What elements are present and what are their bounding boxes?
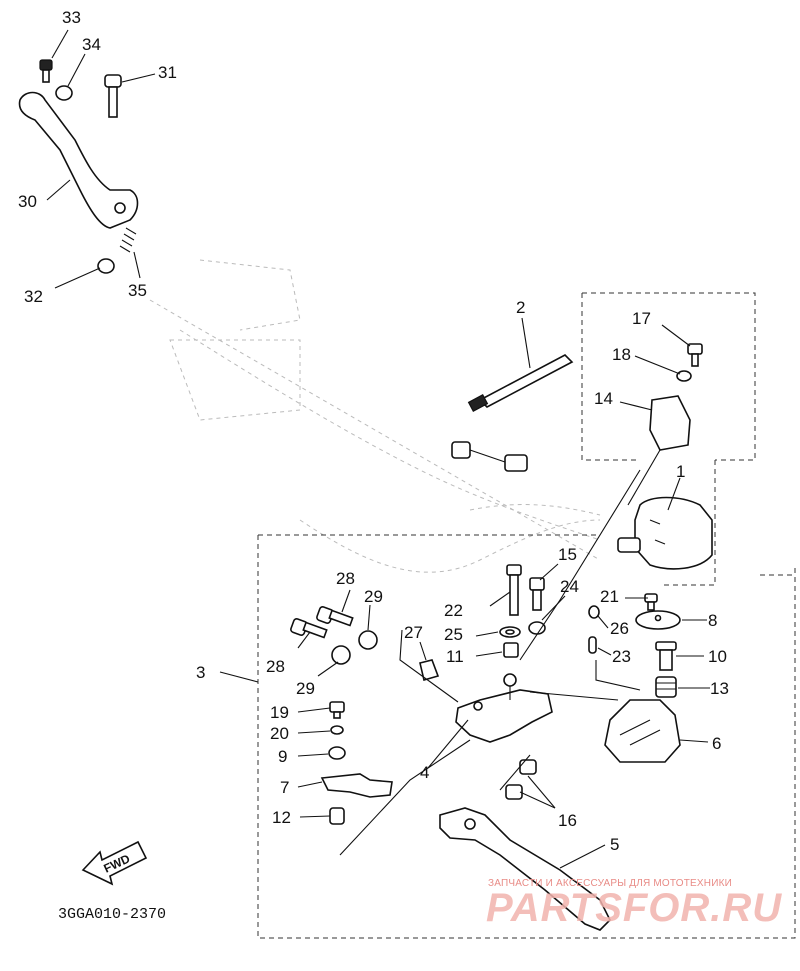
part-24-nut xyxy=(528,621,546,635)
group-box-master-cylinder xyxy=(257,534,796,939)
callout-33: 33 xyxy=(62,8,81,27)
callout-8: 8 xyxy=(708,611,717,630)
cable-connector xyxy=(451,441,528,472)
part-29-cap-lower xyxy=(331,645,351,665)
part-14-switch-holder xyxy=(649,395,691,451)
part-4-lever-bracket xyxy=(455,673,553,743)
callout-28-upper: 28 xyxy=(336,569,355,588)
callout-15: 15 xyxy=(558,545,577,564)
callout-29-lower: 29 xyxy=(296,679,315,698)
callout-14: 14 xyxy=(594,389,613,408)
callout-30: 30 xyxy=(18,192,37,211)
callout-28-lower: 28 xyxy=(266,657,285,676)
part-16-nut-lower xyxy=(505,784,523,800)
callout-2: 2 xyxy=(516,298,525,317)
part-22-bolt xyxy=(506,564,522,616)
part-10-switch xyxy=(655,641,677,671)
callout-34: 34 xyxy=(82,35,101,54)
part-30-clutch-lever xyxy=(18,91,139,229)
part-32-nut xyxy=(97,258,115,274)
part-28-bolt-upper xyxy=(316,606,354,627)
callout-labels: 33 34 31 30 32 35 2 17 18 14 1 15 28 24 … xyxy=(18,8,729,854)
part-2-cable xyxy=(467,354,574,412)
callout-5: 5 xyxy=(610,835,619,854)
callout-3: 3 xyxy=(196,663,205,682)
part-35-spring xyxy=(119,227,137,253)
part-19-screw xyxy=(329,701,345,719)
part-34-nut xyxy=(55,85,73,101)
part-16-nut-upper xyxy=(519,759,537,775)
part-33-bolt xyxy=(39,59,53,83)
part-29-cap-upper xyxy=(358,630,378,650)
part-23-pin xyxy=(588,636,597,654)
part-21-screw xyxy=(644,593,658,611)
part-20-washer xyxy=(330,725,344,735)
callout-32: 32 xyxy=(24,287,43,306)
part-26-o-ring xyxy=(588,605,600,619)
callout-29-upper: 29 xyxy=(364,587,383,606)
part-5-brake-lever xyxy=(439,807,611,931)
callout-13: 13 xyxy=(710,679,729,698)
callout-16: 16 xyxy=(558,811,577,830)
callout-4: 4 xyxy=(420,763,429,782)
watermark-subtitle: ЗАПЧАСТИ И АКСЕССУАРЫ ДЛЯ МОТОТЕХНИКИ xyxy=(488,878,733,889)
part-6-cylinder-body xyxy=(604,699,681,763)
leader-lines xyxy=(46,29,710,869)
callout-6: 6 xyxy=(712,734,721,753)
callout-20: 20 xyxy=(270,724,289,743)
callout-19: 19 xyxy=(270,703,289,722)
callout-17: 17 xyxy=(632,309,651,328)
part-25-washer xyxy=(499,626,521,638)
watermark-brand: PARTSFOR.RU xyxy=(486,886,783,930)
part-31-pivot-bolt xyxy=(104,74,122,118)
callout-26: 26 xyxy=(610,619,629,638)
callout-25: 25 xyxy=(444,625,463,644)
handlebar-ghost-outline xyxy=(149,259,601,573)
callout-12: 12 xyxy=(272,808,291,827)
callout-35: 35 xyxy=(128,281,147,300)
callout-27: 27 xyxy=(404,623,423,642)
part-8-plate xyxy=(635,610,681,630)
callout-18: 18 xyxy=(612,345,631,364)
callout-21: 21 xyxy=(600,587,619,606)
part-18-washer xyxy=(676,370,692,382)
callout-24: 24 xyxy=(560,577,579,596)
diagram-code: 3GGA010-2370 xyxy=(58,906,166,923)
callout-10: 10 xyxy=(708,647,727,666)
group-box-switch-assembly xyxy=(581,292,756,586)
part-1-switch-housing xyxy=(617,496,713,570)
part-11-collar xyxy=(503,642,519,658)
callout-7: 7 xyxy=(280,778,289,797)
callout-23: 23 xyxy=(612,647,631,666)
callout-11: 11 xyxy=(446,647,464,666)
part-17-screw xyxy=(687,343,703,367)
part-15-bolt xyxy=(529,577,545,611)
part-28-bolt-lower xyxy=(290,618,328,639)
part-9-spacer xyxy=(328,746,346,760)
part-7-adjuster xyxy=(320,773,393,798)
callout-9: 9 xyxy=(278,747,287,766)
callout-1: 1 xyxy=(676,462,685,481)
part-27-boot xyxy=(419,659,440,681)
callout-31: 31 xyxy=(158,63,177,82)
callout-22: 22 xyxy=(444,601,463,620)
fwd-arrow-icon: FWD xyxy=(81,840,148,886)
part-12-bushing xyxy=(329,807,345,825)
part-13-spring xyxy=(655,676,677,698)
